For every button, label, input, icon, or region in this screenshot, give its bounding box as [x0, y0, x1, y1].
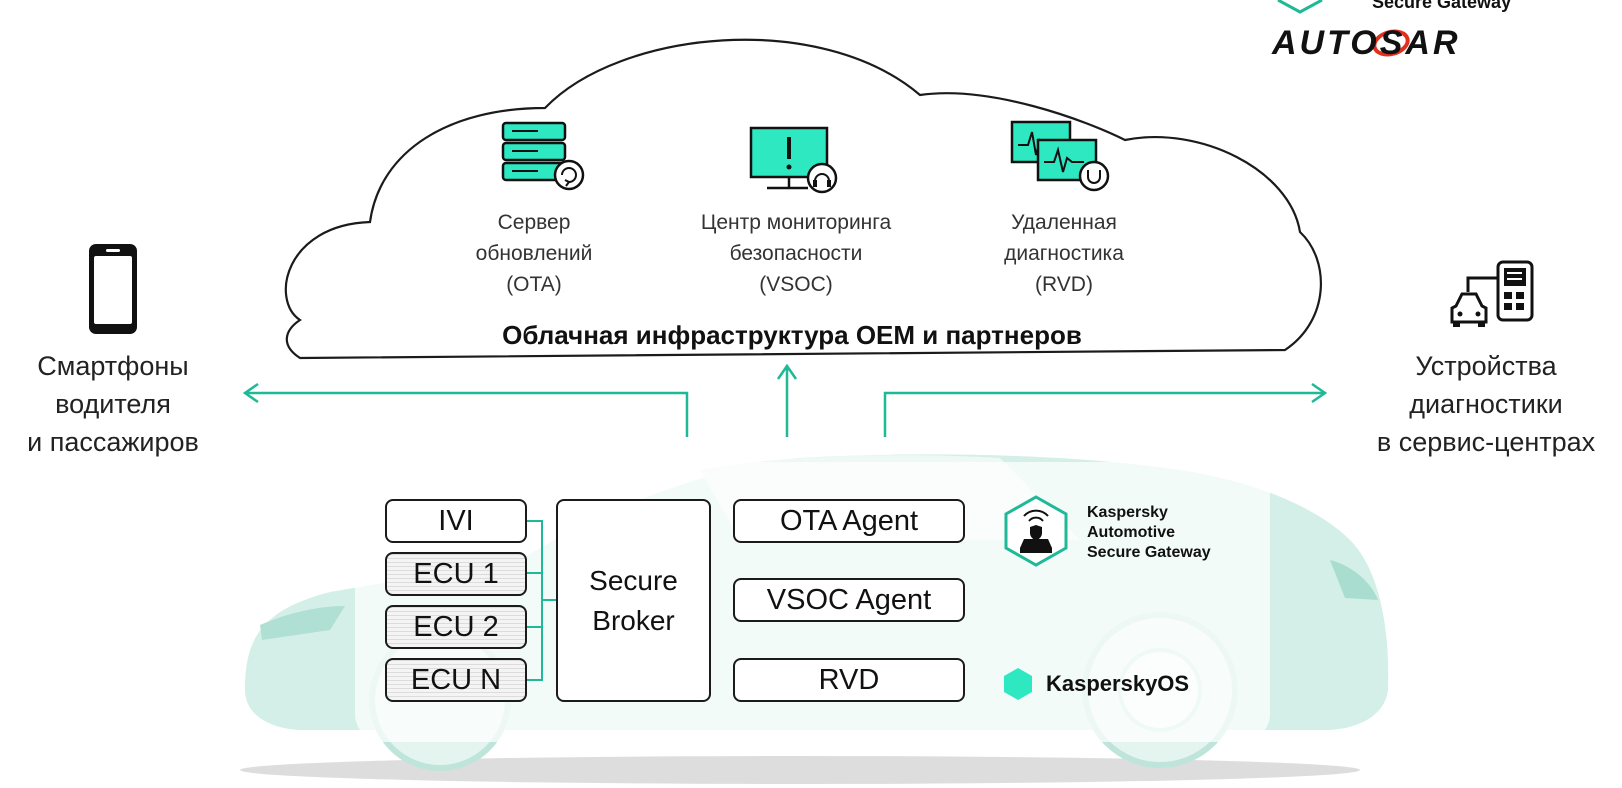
vsoc-agent-box: VSOC Agent — [733, 578, 965, 622]
gateway-line3: Secure Gateway — [1087, 544, 1211, 561]
secure-broker-box: Secure Broker — [556, 499, 711, 702]
vsoc-label-line1: Центр мониторинга — [700, 211, 892, 234]
smartphones-label: Смартфоны водителя и пассажиров — [0, 347, 226, 461]
kasperskyos-label: KasperskyOS — [1046, 671, 1190, 696]
gateway-line2: Automotive — [1087, 524, 1175, 541]
kaspersky-gateway-label: Kaspersky Automotive Secure Gateway — [1087, 503, 1211, 563]
ota-label-line1: Сервер — [497, 211, 571, 234]
ecu-1-box: ECU 1 — [385, 552, 527, 596]
connection-arrows — [242, 363, 1328, 437]
diagnostic-line3: в сервис-центрах — [1376, 427, 1596, 457]
smartphones-line1: Смартфоны — [37, 351, 189, 381]
ota-label-line3: (OTA) — [506, 273, 562, 296]
autosar-logo: AUTOSAR — [1272, 24, 1461, 62]
vsoc-label-line2: безопасности — [729, 242, 863, 265]
autosar-o-mark — [1372, 29, 1410, 57]
partial-logo-hex — [1277, 0, 1323, 14]
gateway-line1: Kaspersky — [1087, 504, 1168, 521]
broker-line2: Broker — [592, 604, 675, 636]
remote-diagnostics-icon — [1010, 120, 1110, 192]
smartphones-line2: водителя — [55, 389, 171, 419]
kaspersky-gateway-icon — [1004, 495, 1068, 567]
diagnostic-line1: Устройства — [1415, 351, 1557, 381]
partial-logo-text: Secure Gateway — [1372, 0, 1512, 12]
vsoc-center-label: Центр мониторинга безопасности (VSOC) — [666, 207, 926, 300]
cloud-title: Облачная инфраструктура OEM и партнеров — [502, 320, 1082, 350]
rvd-label-line3: (RVD) — [1035, 273, 1093, 296]
server-sync-icon — [501, 121, 585, 191]
rvd-label: Удаленная диагностика (RVD) — [934, 207, 1194, 300]
rvd-label-line2: диагностика — [1004, 242, 1124, 265]
ota-label-line2: обновлений — [475, 242, 593, 265]
ecu-2-box: ECU 2 — [385, 605, 527, 649]
ecu-connectors — [527, 520, 556, 681]
ota-agent-box: OTA Agent — [733, 499, 965, 543]
diagnostic-line2: диагностики — [1409, 389, 1563, 419]
monitor-alert-icon — [749, 126, 838, 194]
diagnostic-devices-label: Устройства диагностики в сервис-центрах — [1350, 347, 1622, 461]
ota-server-label: Сервер обновлений (OTA) — [404, 207, 664, 300]
smartphone-icon — [89, 244, 137, 334]
cloud-shape — [284, 38, 1322, 360]
smartphones-line3: и пассажиров — [27, 427, 199, 457]
vsoc-label-line3: (VSOC) — [759, 273, 833, 296]
ivi-box: IVI — [385, 499, 527, 543]
rvd-label-line1: Удаленная — [1011, 211, 1117, 234]
rvd-agent-box: RVD — [733, 658, 965, 702]
kasperskyos-icon — [1004, 668, 1032, 700]
ecu-n-box: ECU N — [385, 658, 527, 702]
broker-line1: Secure — [589, 564, 678, 596]
diagnostic-device-icon — [1450, 260, 1534, 327]
